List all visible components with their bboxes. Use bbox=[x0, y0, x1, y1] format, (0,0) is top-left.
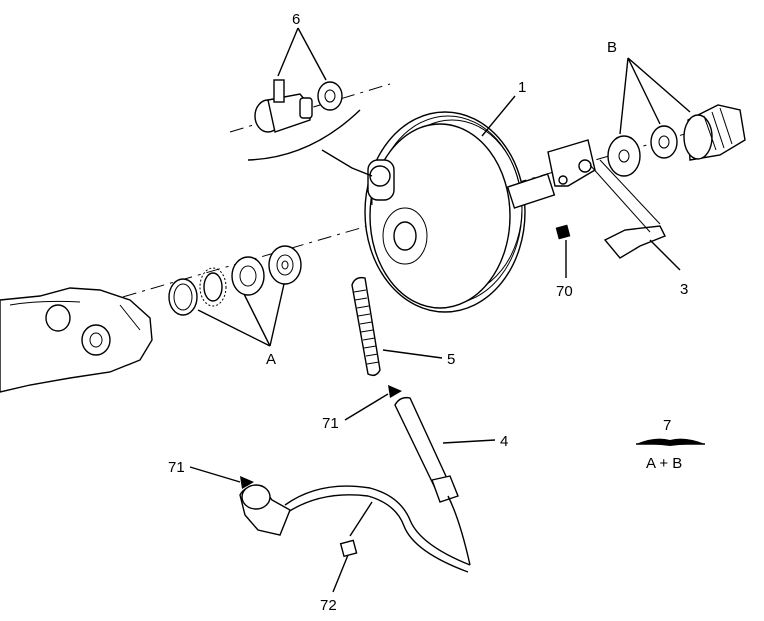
leader-4 bbox=[442, 439, 496, 444]
callout-4: 4 bbox=[500, 433, 508, 450]
callout-71-lower: 71 bbox=[168, 459, 185, 476]
callout-71-upper: 71 bbox=[322, 415, 339, 432]
master-cylinder bbox=[0, 287, 153, 393]
leader-72 bbox=[332, 554, 349, 593]
part-6-bracket-curve bbox=[247, 109, 361, 161]
callout-5: 5 bbox=[447, 351, 455, 368]
leader-1 bbox=[481, 95, 516, 137]
callout-3: 3 bbox=[680, 281, 688, 298]
part-72-marker bbox=[339, 539, 358, 558]
callout-b: B bbox=[607, 39, 617, 56]
leader-6-2 bbox=[297, 27, 327, 81]
leader-b-3 bbox=[627, 57, 691, 113]
leader-b-2 bbox=[627, 57, 661, 125]
leader-5 bbox=[382, 349, 443, 359]
leader-6-1 bbox=[277, 27, 299, 77]
part-3-clip bbox=[589, 159, 666, 259]
kit-bracket bbox=[636, 438, 705, 446]
leader-72-upper bbox=[349, 501, 373, 537]
leader-3 bbox=[649, 239, 681, 271]
leader-71-lower bbox=[189, 466, 241, 483]
wiring-harness bbox=[239, 484, 471, 573]
seal-kit-a bbox=[168, 245, 302, 316]
kit-number: 7 bbox=[663, 417, 671, 434]
push-rod-assembly bbox=[506, 139, 596, 209]
callout-a: A bbox=[266, 351, 276, 368]
kit-contents: A + B bbox=[646, 455, 682, 472]
hose-5 bbox=[351, 276, 381, 377]
arrow-71-upper bbox=[388, 385, 402, 398]
part-6-check-valve bbox=[254, 79, 343, 133]
arrow-71-lower bbox=[240, 476, 254, 489]
kit-legend: 7 A + B bbox=[636, 417, 705, 472]
toothed-washer bbox=[199, 267, 227, 307]
part-70-marker bbox=[555, 224, 571, 240]
leader-b-1 bbox=[619, 57, 629, 135]
leader-a-2 bbox=[243, 293, 271, 347]
leader-a-3 bbox=[269, 283, 285, 347]
part-6-pointer bbox=[321, 149, 373, 177]
brake-booster bbox=[364, 111, 526, 313]
callout-6: 6 bbox=[292, 11, 300, 28]
sensor-4 bbox=[394, 396, 471, 566]
leader-71-upper bbox=[344, 393, 389, 421]
seal-kit-b bbox=[607, 104, 746, 177]
callout-72: 72 bbox=[320, 597, 337, 614]
leader-a-1 bbox=[197, 309, 271, 347]
callout-1: 1 bbox=[518, 79, 526, 96]
callout-70: 70 bbox=[556, 283, 573, 300]
